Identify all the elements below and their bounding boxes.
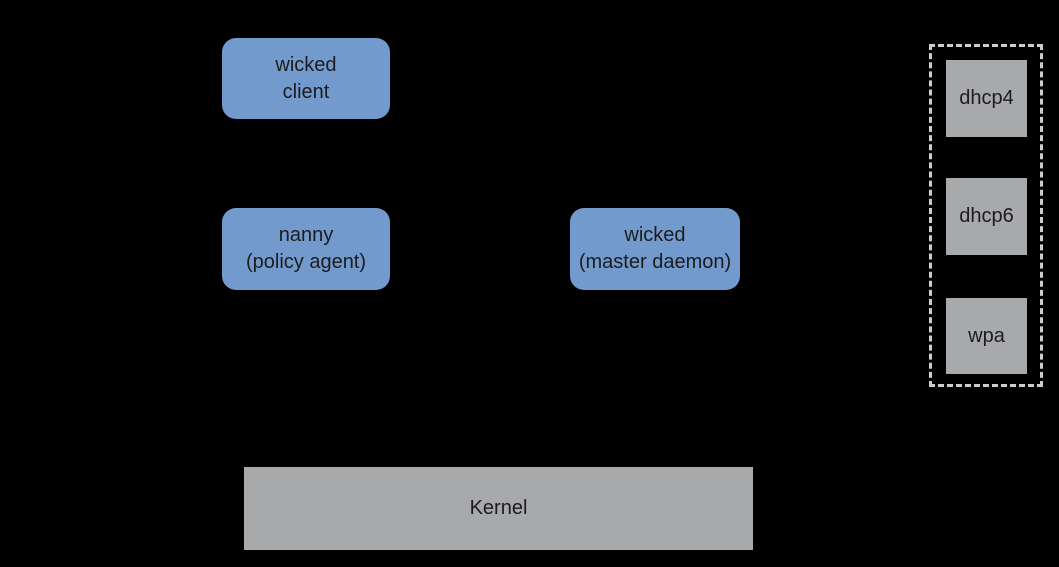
supplicant-dhcp6-node: dhcp6 xyxy=(946,178,1027,255)
supplicants-group-dashed-box xyxy=(929,44,1043,387)
master-daemon-label-line1: wicked xyxy=(624,224,686,246)
kernel-node: Kernel xyxy=(244,467,753,550)
nanny-label-line2: (policy agent) xyxy=(245,251,367,273)
wicked-client-node: wicked client xyxy=(222,38,390,119)
supplicant-wpa-label: wpa xyxy=(968,324,1005,347)
supplicant-dhcp4-label: dhcp4 xyxy=(959,87,1014,109)
supplicant-dhcp6-label: dhcp6 xyxy=(959,205,1014,227)
wicked-client-label-line1: wicked xyxy=(275,53,337,76)
supplicant-wpa-node: wpa xyxy=(946,298,1027,374)
nanny-policy-agent-node: nanny (policy agent) xyxy=(222,208,390,290)
kernel-label: Kernel xyxy=(469,497,528,519)
wicked-master-daemon-node: wicked (master daemon) xyxy=(570,208,740,290)
wicked-client-label-line2: client xyxy=(282,80,330,103)
supplicant-dhcp4-node: dhcp4 xyxy=(946,60,1027,137)
nanny-label-line1: nanny xyxy=(278,224,334,246)
master-daemon-label-line2: (master daemon) xyxy=(578,251,732,273)
